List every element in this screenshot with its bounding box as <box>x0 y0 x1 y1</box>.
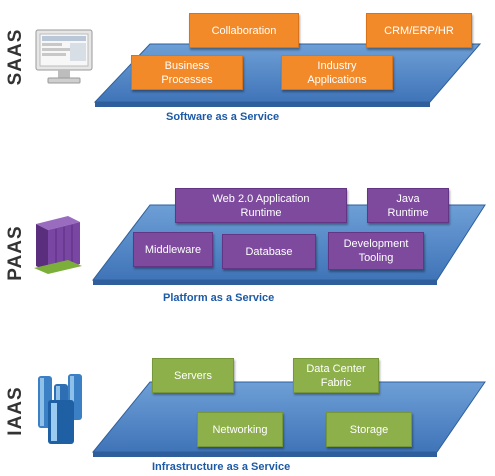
business-processes-box: Business Processes <box>131 55 243 90</box>
saas-layer: SAAS Collaboration CRM/ERP/HR Business P… <box>0 0 495 150</box>
paas-caption: Platform as a Service <box>163 292 275 304</box>
industry-applications-box: Industry Applications <box>281 55 393 90</box>
collaboration-box: Collaboration <box>189 13 299 48</box>
iaas-label: IAAS <box>5 386 26 436</box>
crm-erp-hr-box: CRM/ERP/HR <box>366 13 472 48</box>
middleware-box: Middleware <box>133 232 213 267</box>
iaas-caption: Infrastructure as a Service <box>152 461 291 473</box>
database-box: Database <box>222 234 316 269</box>
server-rack-icon <box>34 216 82 274</box>
storage-box: Storage <box>326 412 412 447</box>
iaas-layer: IAAS Servers Data Center Fabric Networki… <box>0 340 495 476</box>
data-center-fabric-box: Data Center Fabric <box>293 358 379 393</box>
saas-label: SAAS <box>5 28 26 86</box>
server-cluster-icon <box>38 374 82 444</box>
paas-label: PAAS <box>5 225 26 281</box>
monitor-icon <box>35 29 93 84</box>
development-tooling-box: Development Tooling <box>328 232 424 270</box>
java-runtime-box: Java Runtime <box>367 188 449 223</box>
paas-layer: PAAS Web 2.0 Application Runtime Java Ru… <box>0 180 495 310</box>
servers-box: Servers <box>152 358 234 393</box>
saas-caption: Software as a Service <box>166 111 280 123</box>
networking-box: Networking <box>197 412 283 447</box>
web20-runtime-box: Web 2.0 Application Runtime <box>175 188 347 223</box>
